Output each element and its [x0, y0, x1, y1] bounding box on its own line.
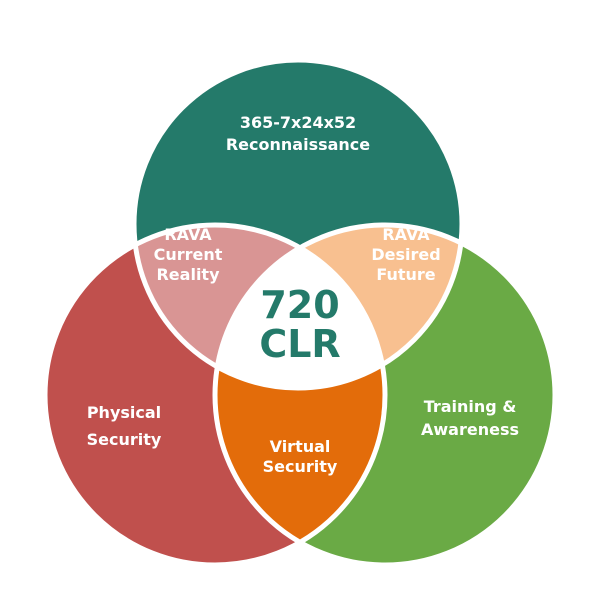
right-label-1: Training &	[424, 397, 517, 416]
circle-outlines	[42, 57, 558, 568]
bottom-label-2: Security	[263, 457, 338, 476]
bottom-label-1: Virtual	[270, 437, 331, 456]
left-label-2: Security	[87, 430, 162, 449]
center-label-2: CLR	[259, 322, 340, 366]
region-center	[215, 225, 385, 388]
top-label-1: 365-7x24x52	[240, 113, 356, 132]
top-left-label-1: RAVA	[164, 225, 212, 244]
left-label-1: Physical	[87, 403, 161, 422]
center-label-1: 720	[260, 283, 339, 327]
top-right-label-1: RAVA	[382, 225, 430, 244]
top-right-label-2: Desired	[371, 245, 440, 264]
top-left-label-3: Reality	[156, 265, 220, 284]
top-left-label-2: Current	[154, 245, 223, 264]
right-label-2: Awareness	[421, 420, 519, 439]
top-right-label-3: Future	[376, 265, 435, 284]
top-label-2: Reconnaissance	[226, 135, 370, 154]
